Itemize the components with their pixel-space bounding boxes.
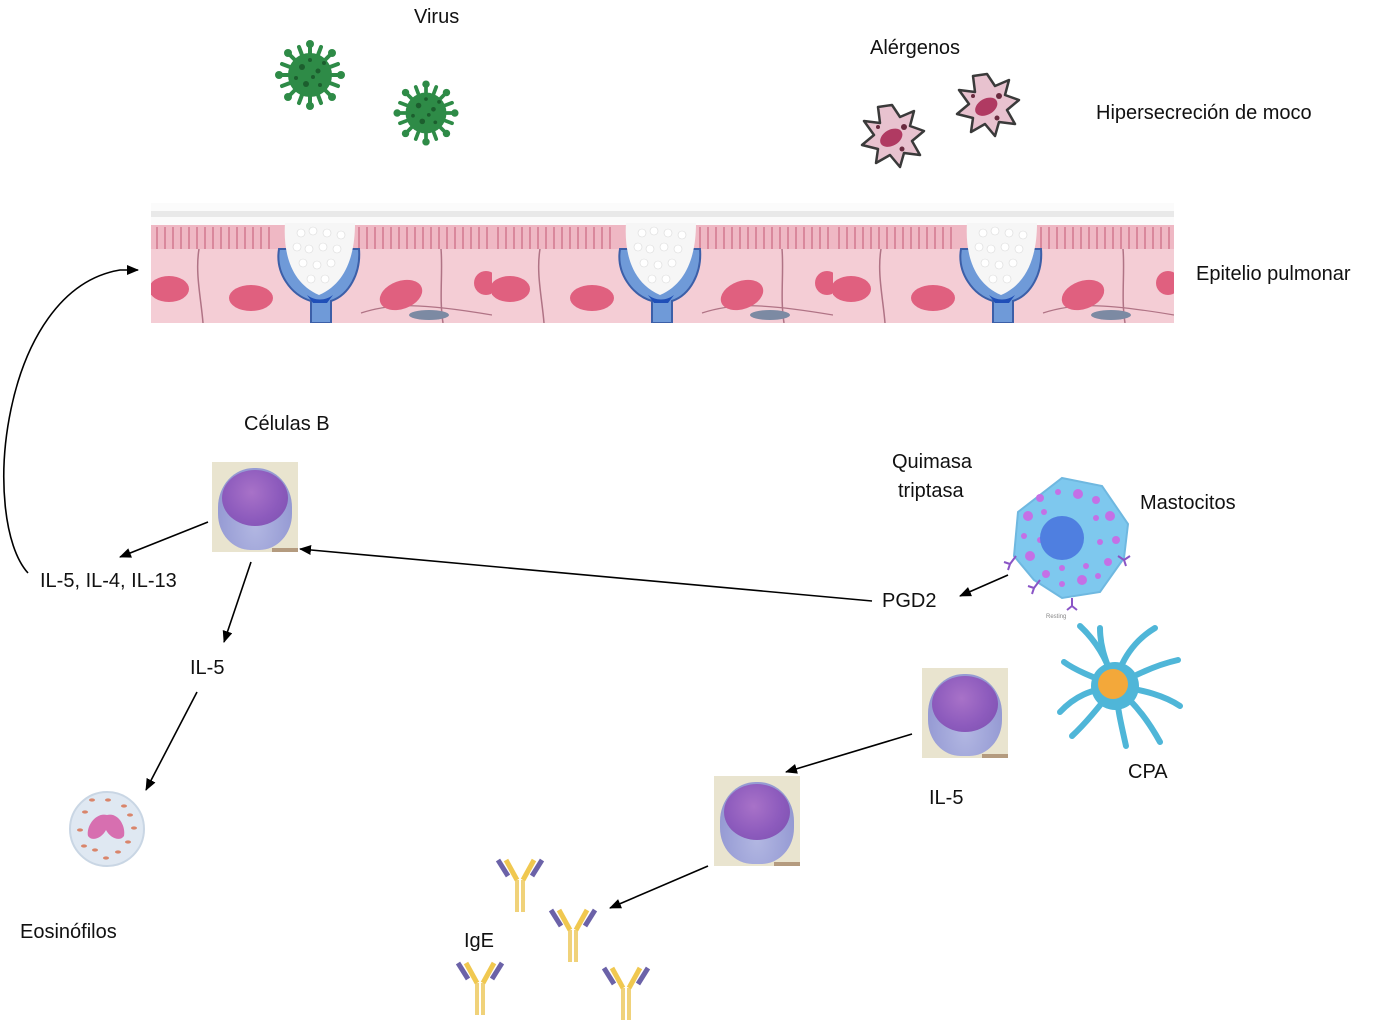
eosinophil-icon — [69, 791, 145, 867]
epithelium-segment — [492, 203, 833, 323]
virus-icon — [391, 78, 461, 148]
il5-lymphocyte — [922, 668, 1008, 758]
tryptase-label: triptasa — [898, 480, 964, 502]
arrow-bcell-to-cytokines — [119, 521, 209, 558]
il5-left-label: IL-5 — [190, 657, 225, 679]
allergen-icon — [955, 72, 1021, 138]
epithelium-segment — [151, 203, 492, 323]
eosinophils-label: Eosinófilos — [20, 921, 117, 943]
antibody-icon — [551, 910, 595, 962]
b-cell-lymphocyte — [212, 462, 298, 552]
epithelium-label: Epitelio pulmonar — [1196, 263, 1351, 285]
mast-cell-icon — [1003, 476, 1131, 611]
apc-label: CPA — [1128, 761, 1168, 783]
arrow-mastcell-to-pgd2 — [959, 574, 1009, 597]
dendritic-cell-icon — [1057, 623, 1183, 749]
mucus-hypersecretion-label: Hipersecreción de moco — [1096, 102, 1312, 124]
virus-label: Virus — [414, 6, 460, 28]
antibody-icon — [604, 968, 648, 1020]
arrow-lymphocyte-to-lymphocyte — [785, 733, 913, 774]
resting-label: Resting — [1046, 614, 1067, 620]
arrow-lymphocyte-to-ige — [609, 865, 709, 909]
antibody-icon — [498, 860, 542, 912]
arrow-pgd2-to-bcell — [299, 545, 873, 602]
epithelium-segment — [833, 203, 1174, 323]
mast-cells-label: Mastocitos — [1140, 492, 1236, 514]
pgd2-label: PGD2 — [882, 590, 937, 612]
il5-right-label: IL-5 — [929, 787, 964, 809]
b-cells-label: Células B — [244, 413, 330, 435]
ige-producing-lymphocyte — [714, 776, 800, 866]
ige-label: IgE — [464, 930, 495, 952]
arrow-cytokines-to-epithelium — [3, 265, 139, 574]
allergens-label: Alérgenos — [870, 37, 961, 59]
allergen-icon — [860, 103, 926, 169]
arrow-il5-to-eosinophil — [145, 691, 198, 791]
chymase-label: Quimasa — [892, 451, 973, 473]
virus-icon — [273, 38, 347, 112]
antibody-icon — [458, 963, 502, 1015]
cytokines-label: IL-5, IL-4, IL-13 — [40, 570, 177, 592]
arrow-bcell-to-il5 — [222, 561, 252, 643]
